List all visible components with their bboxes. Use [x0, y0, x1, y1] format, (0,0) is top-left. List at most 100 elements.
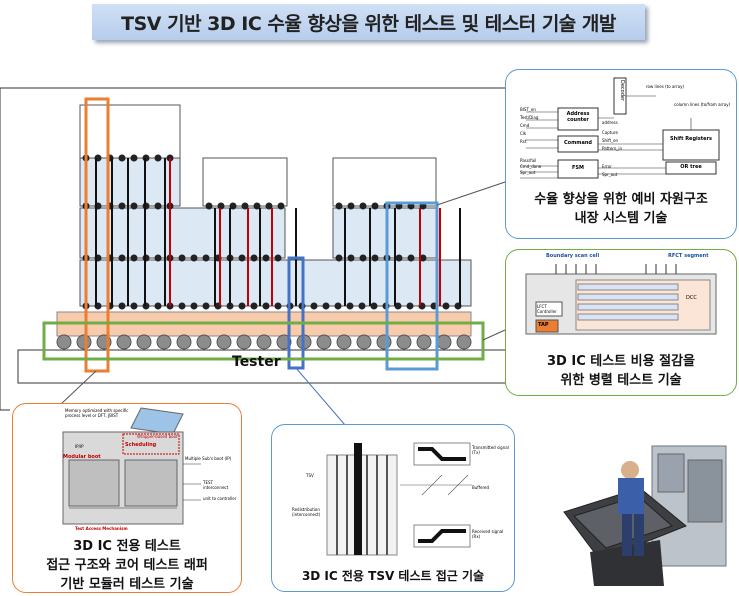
c4-ball [436, 334, 452, 350]
repair-caption-line2: 내장 시스템 기술 [574, 211, 668, 226]
repair-command: Command [563, 140, 593, 146]
connector-modular [59, 370, 97, 406]
output-spr-out: Spr_out [520, 170, 536, 175]
c4-ball [376, 334, 392, 350]
modular-caption-line2: 접근 구조와 코어 테스트 래퍼 [46, 558, 208, 573]
micro-bump [202, 302, 210, 310]
input-test-diag: Test/Diag [520, 115, 539, 120]
micro-bump [371, 254, 379, 262]
micro-bump [154, 154, 162, 162]
blue-highlight-large [385, 201, 439, 371]
c4-ball [336, 334, 352, 350]
micro-bump [262, 302, 270, 310]
c4-ball [236, 334, 252, 350]
micro-bump [250, 254, 258, 262]
micro-bump [130, 202, 138, 210]
repair-error: Error [602, 164, 612, 169]
micro-bump [130, 302, 138, 310]
tsv-access-caption: 3D IC 전용 TSV 테스트 접근 기술 [301, 569, 485, 583]
parallel-boundary-scan: Boundary scan cell [546, 253, 600, 259]
c4-ball [76, 334, 92, 350]
modular-multiple-sub: Multiple Sub's boot (IP) [185, 456, 232, 461]
c4-ball [216, 334, 232, 350]
modular-caption-line1: 3D IC 전용 테스트 [73, 539, 181, 554]
micro-bump [178, 302, 186, 310]
repair-address: address [602, 120, 618, 125]
micro-bump [346, 302, 354, 310]
micro-bump [406, 302, 414, 310]
c4-ball [196, 334, 212, 350]
micro-bump [130, 154, 138, 162]
tsv-redistributed: Redistribution (interconnect) [292, 507, 321, 517]
micro-bump [202, 254, 210, 262]
parallel-caption: 3D IC 테스트 비용 절감을 위한 병렬 테스트 기술 [506, 352, 736, 390]
input-bist-en: BIST_en [520, 107, 536, 112]
output-cmd-done: Cmd_done [520, 164, 542, 169]
page-title: TSV 기반 3D IC 수율 향상을 위한 테스트 및 테스터 기술 개발 [121, 12, 616, 35]
micro-bump [238, 302, 246, 310]
input-clk: Clk [520, 131, 527, 136]
parallel-dcc: DCC [686, 295, 697, 301]
modular-test-interconnect: TEST interconnect [203, 480, 229, 490]
connector-parallel [482, 329, 506, 341]
die-top-left [79, 104, 181, 159]
c4-ball [56, 334, 72, 350]
c4-ball [116, 334, 132, 350]
micro-bump [442, 302, 450, 310]
micro-bump [205, 202, 213, 210]
c4-ball [176, 334, 192, 350]
tester-photo [563, 445, 727, 586]
c4-ball [256, 334, 272, 350]
micro-bump [335, 202, 343, 210]
micro-bump [358, 302, 366, 310]
micro-bump [334, 302, 342, 310]
connector-repair [436, 179, 512, 206]
micro-bump [262, 254, 270, 262]
micro-bump [277, 202, 285, 210]
modular-chip-diagram [62, 407, 201, 525]
modular-tam: Test Access Mechanism [75, 526, 128, 531]
repair-pattern-in: Pattern_in [602, 146, 623, 151]
parallel-caption-line2: 위한 병렬 테스트 기술 [560, 373, 682, 388]
c4-ball [316, 334, 332, 350]
micro-bump [154, 302, 162, 310]
micro-bump [241, 202, 249, 210]
micro-bump [274, 254, 282, 262]
c4-ball [416, 334, 432, 350]
repair-spr-out-inner: Spr_out [602, 172, 618, 177]
micro-bump [347, 254, 355, 262]
repair-inputs: BIST_en Test/Diag Cmd Clk Rst [520, 106, 538, 146]
repair-callout: Decoder Address counter Command FSM Shif… [505, 69, 737, 239]
input-cmd: Cmd [520, 123, 530, 128]
micro-bump [250, 302, 258, 310]
parallel-callout: Boundary scan cell RFCT segment DCC LFCT… [505, 249, 737, 396]
micro-bump [359, 202, 367, 210]
micro-bump [359, 254, 367, 262]
modular-ip-label: IP/IP [75, 444, 84, 449]
c4-ball [356, 334, 372, 350]
tsv-received: Received signal (Rx) [472, 529, 504, 539]
green-highlight [42, 321, 485, 361]
repair-outputs: Pass/fail Cmd_done Spr_out [520, 158, 541, 176]
c4-ball [156, 334, 172, 350]
micro-bump [229, 202, 237, 210]
micro-bump [217, 202, 225, 210]
micro-bump [253, 202, 261, 210]
micro-bump [118, 154, 126, 162]
die-2-right [332, 157, 437, 207]
micro-bump [274, 302, 282, 310]
micro-bumps [82, 154, 462, 310]
repair-shift-en: Shift_en [602, 138, 619, 143]
micro-bump [154, 202, 162, 210]
repair-caption-line1: 수율 향상을 위한 예비 자원구조 [534, 192, 708, 207]
parallel-chip-diagram [525, 264, 717, 335]
micro-bump [118, 302, 126, 310]
modular-caption-line3: 기반 모듈러 테스트 기술 [60, 577, 194, 592]
c4-ball [396, 334, 412, 350]
repair-row-lines: row lines (to array) [646, 84, 685, 89]
die-base [79, 259, 472, 307]
micro-bump [335, 254, 343, 262]
c4-balls [56, 334, 472, 350]
micro-bump [395, 254, 403, 262]
